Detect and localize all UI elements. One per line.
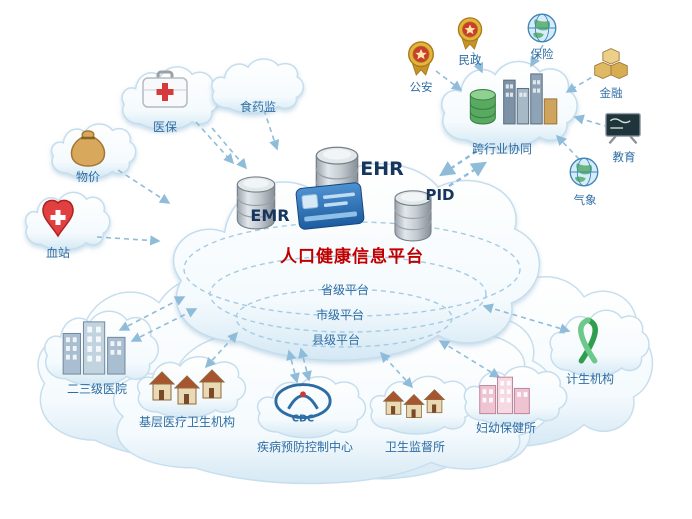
- medical-case-icon: [141, 70, 189, 109]
- label-city-platform: 市级平台: [315, 308, 365, 322]
- label-hospitals: 二三级医院: [66, 382, 128, 396]
- label-family-planning: 计生机构: [565, 372, 615, 386]
- health-card-icon: [295, 181, 365, 231]
- label-ehr: EHR: [360, 158, 404, 180]
- label-cdc: 疾病预防控制中心: [256, 440, 354, 454]
- label-cross-industry-collaboration: 跨行业协同: [471, 142, 533, 156]
- label-medical-insurance: 医保: [152, 120, 178, 134]
- label-pid: PID: [425, 186, 455, 204]
- label-insurance: 保险: [530, 47, 554, 61]
- label-blood-station: 血站: [45, 246, 71, 260]
- label-meteorology: 气象: [573, 193, 597, 207]
- insurance-globe-icon: [527, 13, 557, 43]
- label-primary-care: 基层医疗卫生机构: [138, 415, 236, 429]
- platform-level-ellipses: [183, 221, 521, 348]
- label-food-drug-admin: 食药监: [239, 100, 277, 114]
- civil-affairs-badge-icon: [457, 17, 483, 50]
- label-education: 教育: [612, 150, 636, 164]
- label-finance: 金融: [599, 86, 623, 100]
- label-pricing: 物价: [75, 170, 101, 184]
- label-province-platform: 省级平台: [320, 283, 370, 297]
- label-health-supervision: 卫生监督所: [384, 440, 446, 454]
- connector-lines: [96, 44, 610, 389]
- finance-boxes-icon: [594, 48, 628, 79]
- education-blackboard-icon: [604, 112, 642, 145]
- label-public-security: 公安: [409, 80, 433, 94]
- meteorology-globe-icon: [569, 157, 599, 187]
- platform-title: 人口健康信息平台: [280, 247, 424, 267]
- label-county-platform: 县级平台: [311, 333, 361, 347]
- label-emr: EMR: [250, 206, 290, 225]
- label-maternal-child-care: 妇幼保健所: [475, 421, 537, 435]
- label-civil-affairs: 民政: [458, 53, 482, 67]
- police-badge-icon: [408, 41, 434, 76]
